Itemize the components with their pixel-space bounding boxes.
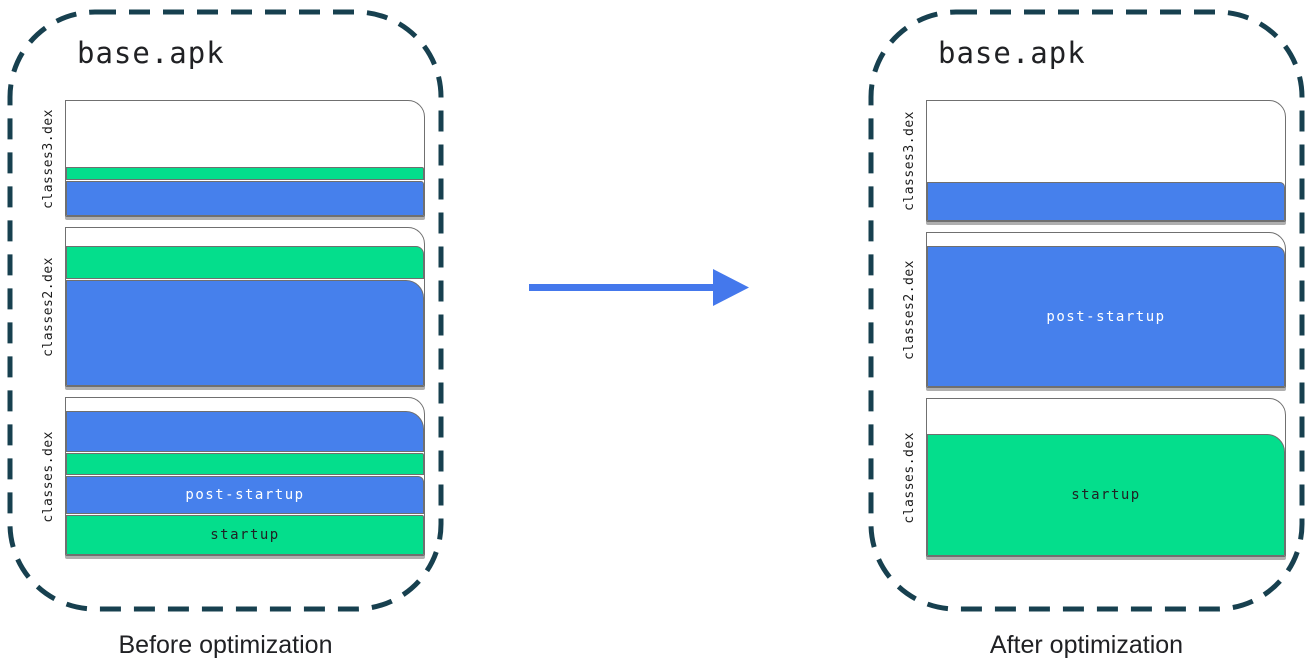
dex-stacks: classes3.dex classes2.dex classes.dex post-… (41, 100, 425, 566)
panel-before-optimization: base.apk classes3.dex classes2.dex classes.… (7, 9, 444, 659)
dex-page (65, 227, 425, 387)
dex-stack-classes2-dex: classes2.dex post-startup (902, 232, 1286, 388)
apk-title: base.apk (938, 36, 1086, 70)
dex-file-label: classes3.dex (41, 100, 56, 217)
dex-file-label-text: classes2.dex (902, 260, 917, 360)
green-segment (66, 453, 424, 475)
dex-stack-classes-dex: classes.dex startup (902, 398, 1286, 557)
right-arrow-icon (525, 264, 755, 312)
blue-segment (66, 280, 424, 386)
dex-stack-classes-dex: classes.dex post-startup startup (41, 397, 425, 556)
panel-after-optimization: base.apk classes3.dex classes2.dex post-sta… (868, 9, 1305, 659)
dex-file-label: classes2.dex (902, 232, 917, 388)
dex-file-label: classes.dex (902, 398, 917, 557)
dex-page: post-startup (926, 232, 1286, 388)
dex-file-label-text: classes3.dex (902, 111, 917, 211)
dex-page (65, 100, 425, 217)
dex-stack-classes2-dex: classes2.dex (41, 227, 425, 387)
panel-caption: Before optimization (118, 631, 333, 659)
dex-file-label: classes3.dex (902, 100, 917, 222)
dex-file-label: classes2.dex (41, 227, 56, 387)
blue-segment (927, 182, 1285, 221)
dex-file-label-text: classes2.dex (41, 257, 56, 357)
dex-file-label-text: classes3.dex (41, 108, 56, 209)
dex-file-label: classes.dex (41, 397, 56, 556)
blue-segment (66, 411, 424, 452)
green-segment (66, 167, 424, 180)
panel-caption: After optimization (989, 631, 1184, 659)
dex-page (926, 100, 1286, 222)
blue-segment (66, 181, 424, 216)
dex-file-label-text: classes.dex (902, 431, 917, 524)
dex-file-label-text: classes.dex (41, 430, 56, 523)
startup-segment: startup (927, 434, 1285, 556)
post-startup-segment: post-startup (927, 246, 1285, 387)
dex-stack-classes3-dex: classes3.dex (41, 100, 425, 217)
startup-segment: startup (66, 515, 424, 555)
post-startup-segment: post-startup (66, 476, 424, 514)
apk-title: base.apk (77, 36, 225, 70)
segment-label: startup (210, 527, 280, 543)
dex-page: post-startup startup (65, 397, 425, 556)
green-segment (66, 246, 424, 279)
segment-label: startup (1071, 487, 1141, 503)
dex-page: startup (926, 398, 1286, 557)
segment-label: post-startup (185, 487, 305, 503)
dex-stack-classes3-dex: classes3.dex (902, 100, 1286, 222)
segment-label: post-startup (1046, 308, 1166, 325)
